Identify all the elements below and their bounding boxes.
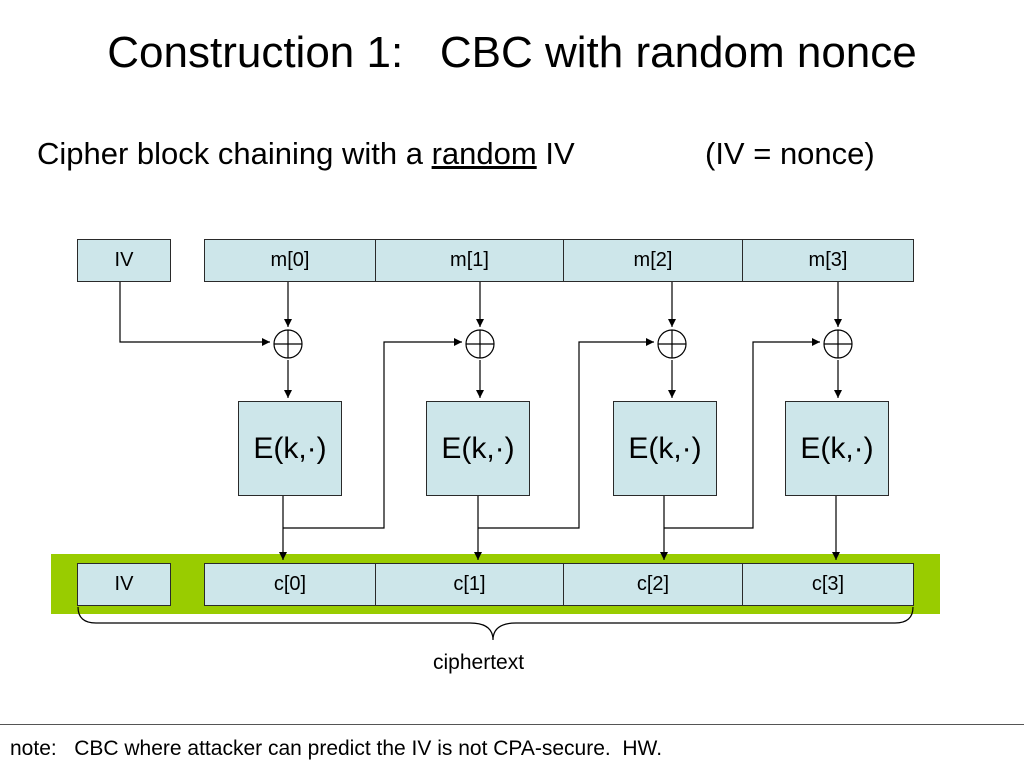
chain-line xyxy=(478,338,654,529)
page-title: Construction 1: CBC with random nonce xyxy=(107,28,917,77)
ciphertext-label: ciphertext xyxy=(433,651,525,674)
xor-icon xyxy=(823,329,853,359)
ciphertext-block-2: c[2] xyxy=(563,563,743,606)
encrypt-box-0: E(k,·) xyxy=(238,401,342,496)
plaintext-block-0: m[0] xyxy=(204,239,376,282)
footer-divider xyxy=(0,724,1024,725)
xor-icon xyxy=(273,329,303,359)
encrypt-box-1: E(k,·) xyxy=(426,401,530,496)
plaintext-block-2: m[2] xyxy=(563,239,743,282)
chain-line xyxy=(283,338,462,529)
encrypt-box-3: E(k,·) xyxy=(785,401,889,496)
subtitle-suffix: IV xyxy=(536,136,575,171)
brace-icon xyxy=(77,606,914,641)
iv-to-xor-line xyxy=(119,282,270,346)
subtitle: Cipher block chaining with a random IV xyxy=(37,136,575,172)
ciphertext-block-0: c[0] xyxy=(204,563,376,606)
xor-icon xyxy=(465,329,495,359)
ciphertext-block-1: c[1] xyxy=(375,563,564,606)
subtitle-underlined-word: random xyxy=(431,136,537,171)
subtitle-aside: (IV = nonce) xyxy=(705,136,875,171)
chain-line xyxy=(664,338,820,529)
footer-note: note: CBC where attacker can predict the… xyxy=(10,737,663,760)
plaintext-block-3: m[3] xyxy=(742,239,914,282)
ciphertext-iv-block: IV xyxy=(77,563,171,606)
subtitle-prefix: Cipher block chaining with a xyxy=(37,136,432,171)
ciphertext-block-3: c[3] xyxy=(742,563,914,606)
plaintext-block-1: m[1] xyxy=(375,239,564,282)
xor-icon xyxy=(657,329,687,359)
encrypt-box-2: E(k,·) xyxy=(613,401,717,496)
iv-block: IV xyxy=(77,239,171,282)
